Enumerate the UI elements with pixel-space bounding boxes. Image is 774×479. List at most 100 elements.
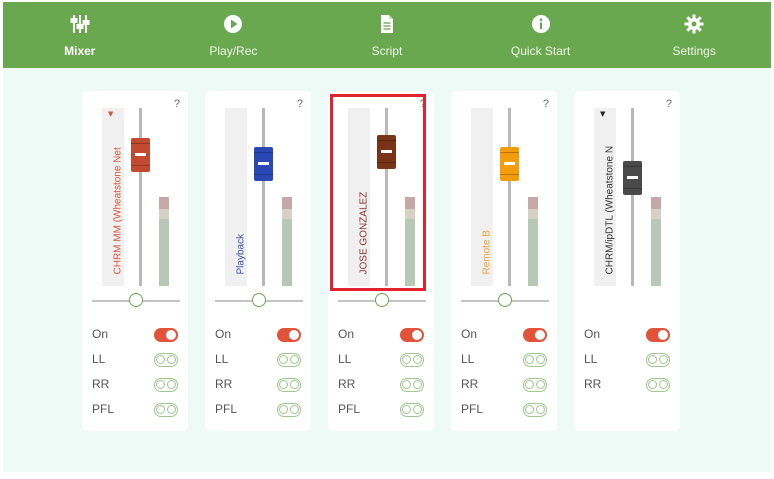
pan-slider[interactable] [92,293,180,307]
channel-name: JOSE GONZALEZ [358,191,370,275]
level-meter [282,197,292,286]
switch-row-on: On [92,323,178,345]
help-button[interactable]: ? [665,98,672,110]
fader-track[interactable] [631,108,634,286]
fader-track[interactable] [385,108,388,286]
play-icon [223,12,243,38]
switch-row-ll: LL [215,348,301,370]
switch-label: LL [215,352,229,366]
switch-label: On [584,327,601,341]
help-button[interactable]: ? [419,98,426,110]
level-meter [528,197,538,286]
switch-row-on: On [338,323,424,345]
tab-label: Settings [672,44,716,58]
level-meter [159,197,169,286]
switch-row-pfl: PFL [338,398,424,420]
switch-label: On [215,327,232,341]
switch-row-pfl: PFL [92,398,178,420]
help-button[interactable]: ? [173,98,180,110]
fader-track[interactable] [139,108,142,286]
switch-row-ll: LL [92,348,178,370]
switch-row-ll: LL [461,348,547,370]
pan-handle[interactable] [375,293,389,307]
on-toggle[interactable] [646,328,670,342]
pan-handle[interactable] [252,293,266,307]
switch-row-rr: RR [461,373,547,395]
switch-label: LL [338,352,352,366]
chevron-down-icon: ▼ [108,110,114,118]
fader-knob[interactable] [254,146,273,181]
channel-name: Playback [235,233,247,275]
switch-label: On [338,327,355,341]
switch-label: RR [215,377,233,391]
rr-toggle[interactable] [400,378,424,392]
channel-source-select[interactable]: Playback [225,108,247,286]
tab-script[interactable]: Script [310,2,464,68]
document-icon [377,12,397,38]
fader-knob[interactable] [623,161,642,196]
switch-row-on: On [461,323,547,345]
switch-label: PFL [461,402,484,416]
pfl-toggle[interactable] [154,403,178,417]
rr-toggle[interactable] [277,378,301,392]
channel-source-select[interactable]: JOSE GONZALEZ [348,108,370,286]
ll-toggle[interactable] [277,353,301,367]
rr-toggle[interactable] [523,378,547,392]
gear-icon [684,12,704,38]
channel-source-select[interactable]: ▼ CHRM MM (Wheatstone Net [102,108,124,286]
switch-label: RR [461,377,479,391]
rr-toggle[interactable] [646,378,670,392]
ll-toggle[interactable] [400,353,424,367]
ll-toggle[interactable] [523,353,547,367]
level-meter [651,197,661,286]
channel-name: CHRM/ipDTL (Wheatstone N [604,145,616,275]
chevron-down-icon: ▼ [600,110,606,118]
ll-toggle[interactable] [154,353,178,367]
switch-label: RR [338,377,356,391]
rr-toggle[interactable] [154,378,178,392]
fader-knob[interactable] [500,146,519,181]
pan-handle[interactable] [498,293,512,307]
switch-row-rr: RR [215,373,301,395]
channel-source-select[interactable]: Remote B [471,108,493,286]
channel-name: CHRM MM (Wheatstone Net [112,147,124,275]
channel-source-select[interactable]: ▼ CHRM/ipDTL (Wheatstone N [594,108,616,286]
switch-label: RR [92,377,110,391]
switch-row-on: On [215,323,301,345]
tab-label: Mixer [64,44,96,58]
pan-slider[interactable] [215,293,303,307]
tab-label: Play/Rec [209,44,258,58]
pfl-toggle[interactable] [277,403,301,417]
tab-play-rec[interactable]: Play/Rec [157,2,311,68]
on-toggle[interactable] [523,328,547,342]
switch-label: LL [92,352,106,366]
switch-label: LL [461,352,475,366]
on-toggle[interactable] [154,328,178,342]
on-toggle[interactable] [277,328,301,342]
info-icon [531,12,551,38]
ll-toggle[interactable] [646,353,670,367]
fader-knob[interactable] [131,138,150,173]
pan-handle[interactable] [129,293,143,307]
fader-track[interactable] [508,108,511,286]
tab-quick-start[interactable]: Quick Start [464,2,618,68]
on-toggle[interactable] [400,328,424,342]
tab-settings[interactable]: Settings [617,2,771,68]
help-button[interactable]: ? [296,98,303,110]
help-button[interactable]: ? [542,98,549,110]
switch-row-pfl: PFL [461,398,547,420]
pan-slider[interactable] [338,293,426,307]
fader-track[interactable] [262,108,265,286]
pfl-toggle[interactable] [400,403,424,417]
pan-slider[interactable] [461,293,549,307]
switch-row-on: On [584,323,670,345]
channel-name: Remote B [481,230,493,275]
switch-label: RR [584,377,602,391]
tab-mixer[interactable]: Mixer [3,2,157,68]
pfl-toggle[interactable] [523,403,547,417]
fader-knob[interactable] [377,135,396,170]
